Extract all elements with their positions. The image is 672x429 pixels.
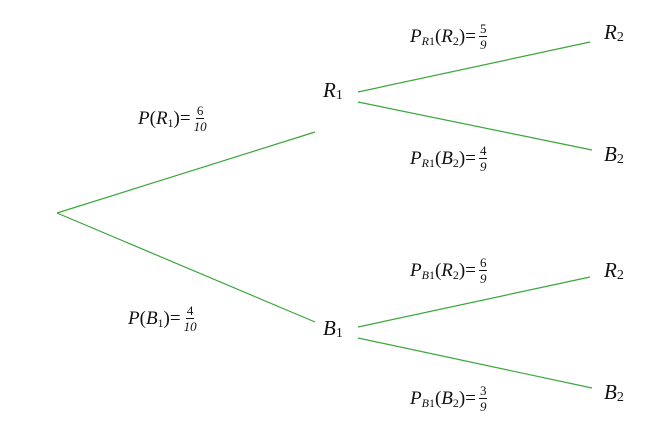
given-event: B [421, 396, 429, 410]
node-subscript: 2 [616, 389, 624, 405]
node-letter: R [323, 78, 336, 102]
edge-b1-r2 [357, 276, 591, 328]
close-paren: ) [173, 107, 180, 129]
node-letter: B [323, 316, 336, 340]
close-paren: ) [458, 259, 466, 281]
fraction-denominator: 10 [193, 118, 207, 134]
equals-sign: = [465, 259, 476, 281]
fraction-numerator: 4 [478, 142, 488, 159]
event-letter: R [155, 107, 168, 129]
event-subscript: 2 [452, 34, 459, 48]
node-subscript: 2 [616, 267, 624, 283]
given-subscript: 1 [428, 156, 435, 170]
event-letter: B [441, 387, 453, 409]
open-paren: ( [434, 387, 442, 409]
prob-symbol: P [410, 387, 422, 409]
prob-symbol: P [410, 259, 422, 281]
edge-root-b1 [56, 212, 316, 323]
event-subscript: 2 [452, 268, 459, 282]
node-subscript: 2 [616, 29, 624, 45]
node-subscript: 1 [335, 87, 343, 103]
event-subscript: 1 [167, 116, 174, 130]
equals-sign: = [465, 147, 476, 169]
edge-r1-b2 [357, 101, 593, 151]
given-event: B [421, 268, 429, 282]
open-paren: ( [434, 147, 442, 169]
given-event: R [421, 34, 429, 48]
given-subscript: 1 [428, 34, 435, 48]
given-subscript: 1 [428, 396, 435, 410]
edge-root-r1 [56, 131, 316, 214]
close-paren: ) [458, 25, 466, 47]
event-letter: R [441, 25, 453, 47]
equals-sign: = [465, 387, 476, 409]
fraction-numerator: 5 [478, 20, 488, 37]
prob-symbol: P [410, 25, 422, 47]
fraction-numerator: 6 [195, 102, 205, 119]
close-paren: ) [458, 387, 466, 409]
open-paren: ( [149, 107, 156, 129]
fraction-denominator: 9 [479, 398, 487, 414]
node-letter: B [604, 142, 617, 166]
edge-b1-b2 [357, 337, 593, 389]
event-letter: B [145, 307, 158, 329]
fraction-denominator: 9 [479, 36, 487, 52]
fraction-denominator: 9 [479, 270, 487, 286]
given-event: R [421, 156, 429, 170]
fraction-numerator: 4 [185, 302, 195, 319]
prob-symbol: P [410, 147, 422, 169]
node-letter: R [604, 20, 617, 44]
given-subscript: 1 [428, 268, 435, 282]
node-letter: R [604, 258, 617, 282]
open-paren: ( [434, 25, 442, 47]
close-paren: ) [458, 147, 466, 169]
fraction-numerator: 3 [478, 382, 488, 399]
equals-sign: = [169, 307, 181, 329]
node-subscript: 1 [335, 325, 343, 341]
event-letter: B [441, 147, 453, 169]
prob-symbol: P [128, 307, 140, 329]
open-paren: ( [139, 307, 146, 329]
event-subscript: 1 [157, 316, 164, 330]
prob-symbol: P [138, 107, 150, 129]
fraction-denominator: 10 [183, 318, 197, 334]
node-letter: B [604, 380, 617, 404]
event-letter: R [441, 259, 453, 281]
equals-sign: = [465, 25, 476, 47]
event-subscript: 2 [452, 396, 459, 410]
edge-r1-r2 [357, 41, 591, 93]
fraction-denominator: 9 [479, 158, 487, 174]
node-subscript: 2 [616, 151, 624, 167]
event-subscript: 2 [452, 156, 459, 170]
equals-sign: = [179, 107, 191, 129]
close-paren: ) [163, 307, 170, 329]
fraction-numerator: 6 [478, 254, 488, 271]
open-paren: ( [434, 259, 442, 281]
